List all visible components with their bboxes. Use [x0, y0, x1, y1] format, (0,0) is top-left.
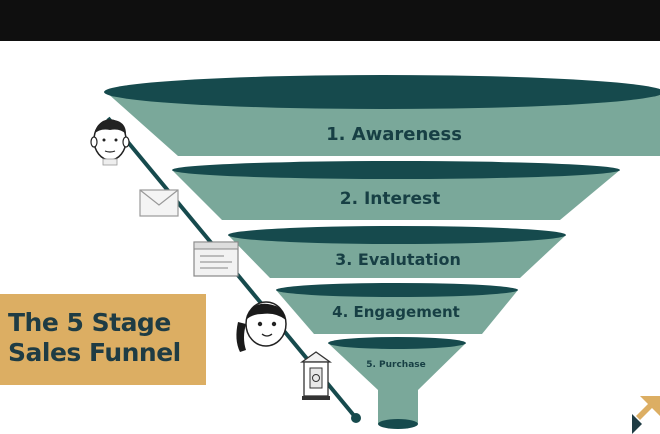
expand-arrow-icon[interactable]: [628, 396, 660, 434]
stage-4-label: 4. Engagement: [332, 303, 460, 321]
stage-1-label: 1. Awareness: [326, 124, 462, 145]
person-face-icon: [90, 119, 130, 166]
diagram-title-box: The 5 Stage Sales Funnel: [0, 294, 206, 385]
top-dark-bar: [0, 0, 660, 41]
envelope-icon: [139, 189, 179, 217]
funnel-stage-4: 4. Engagement: [276, 283, 518, 334]
stage-2-label: 2. Interest: [340, 189, 440, 209]
title-line-2: Sales Funnel: [8, 338, 181, 367]
stage-3-label: 3. Evalutation: [335, 250, 461, 269]
path-end-dot: [351, 413, 361, 423]
girl-face-icon: [236, 301, 287, 352]
funnel-stage-3: 3. Evalutation: [228, 226, 566, 278]
stage-5-label: 5. Purchase: [366, 360, 426, 370]
funnel-spout: [378, 390, 418, 429]
funnel-stage-2: 2. Interest: [172, 161, 620, 220]
bank-building-icon: [299, 351, 333, 400]
browser-window-icon: [193, 241, 239, 277]
title-line-1: The 5 Stage: [8, 308, 171, 337]
funnel-stage-1: 1. Awareness: [104, 75, 660, 156]
funnel-stage-5: 5. Purchase: [328, 337, 466, 390]
